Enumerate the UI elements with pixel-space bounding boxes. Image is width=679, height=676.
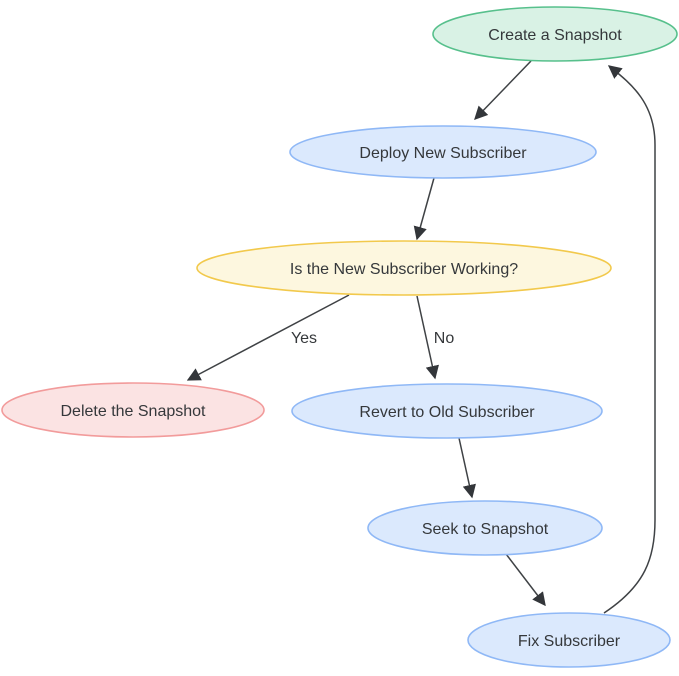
edge-create-to-deploy — [474, 60, 532, 120]
node-create-a-snapshot: Create a Snapshot — [432, 6, 678, 62]
edge-label-yes: Yes — [291, 330, 317, 347]
node-deploy-new-subscriber-shape — [289, 125, 597, 179]
node-create-a-snapshot-label: Create a Snapshot — [488, 27, 622, 44]
node-deploy-new-subscriber-label: Deploy New Subscriber — [359, 145, 527, 162]
node-delete-the-snapshot-shape — [1, 382, 265, 438]
node-delete-the-snapshot: Delete the Snapshot — [1, 382, 265, 438]
edge-deploy-to-working — [413, 177, 435, 241]
edge-seek-to-fix — [505, 553, 546, 607]
node-fix-subscriber: Fix Subscriber — [467, 612, 671, 668]
node-is-subscriber-working-shape — [196, 240, 612, 296]
node-seek-to-snapshot-shape — [367, 500, 603, 556]
edge-working-to-delete — [186, 294, 350, 381]
node-revert-to-old-subscriber-label: Revert to Old Subscriber — [359, 404, 535, 421]
node-seek-to-snapshot-label: Seek to Snapshot — [422, 521, 549, 538]
node-seek-to-snapshot: Seek to Snapshot — [367, 500, 603, 556]
edge-label-no: No — [434, 330, 455, 347]
node-is-subscriber-working: Is the New Subscriber Working? — [196, 240, 612, 296]
edge-working-to-revert — [416, 295, 439, 380]
node-fix-subscriber-label: Fix Subscriber — [518, 633, 621, 650]
node-delete-the-snapshot-label: Delete the Snapshot — [61, 403, 207, 420]
node-fix-subscriber-shape — [467, 612, 671, 668]
node-create-a-snapshot-shape — [432, 6, 678, 62]
node-revert-to-old-subscriber: Revert to Old Subscriber — [291, 383, 603, 439]
node-is-subscriber-working-label: Is the New Subscriber Working? — [290, 261, 518, 278]
node-revert-to-old-subscriber-shape — [291, 383, 603, 439]
node-deploy-new-subscriber: Deploy New Subscriber — [289, 125, 597, 179]
edge-fix-to-create — [603, 65, 656, 614]
edge-revert-to-seek — [458, 437, 476, 499]
